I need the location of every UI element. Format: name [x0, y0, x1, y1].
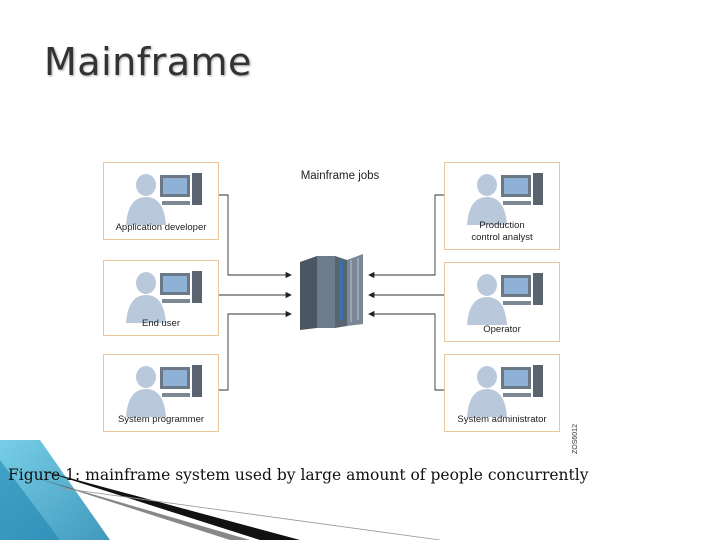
arrow-left-top: [219, 194, 292, 279]
workstation-end-user: End user: [103, 260, 219, 336]
workstation-icon: [467, 173, 543, 225]
workstation-icon: [467, 365, 543, 417]
workstation-system-programmer: System programmer: [103, 354, 219, 432]
workstation-icon: [126, 173, 202, 225]
workstation-operator: Operator: [444, 262, 560, 342]
workstation-label: System administrator: [457, 414, 547, 425]
workstation-icon: [126, 271, 202, 323]
workstation-application-developer: Application developer: [103, 162, 219, 240]
page-title: Mainframe: [44, 40, 252, 84]
workstation-label: End user: [141, 318, 181, 329]
arrow-right-bottom: [368, 310, 444, 391]
workstation-production-control-analyst: Production control analyst: [444, 162, 560, 250]
figure-caption: Figure 1: mainframe system used by large…: [8, 466, 589, 484]
figure-code: ZOS6012: [570, 398, 582, 454]
workstation-label: System programmer: [117, 414, 205, 425]
connector-lines: [219, 194, 444, 391]
workstation-label: Production control analyst: [471, 220, 533, 243]
workstation-icon: [467, 273, 543, 325]
workstation-label: Operator: [483, 324, 521, 335]
workstation-icon: [126, 365, 202, 417]
mainframe-diagram: Mainframe jobs Application developer End…: [95, 150, 585, 454]
decorative-corner: [0, 440, 441, 540]
arrow-left-bottom: [219, 310, 292, 391]
figure-code-text: ZOS6012: [572, 424, 579, 454]
diagram-heading: Mainframe jobs: [300, 170, 380, 182]
arrow-right-top: [368, 194, 444, 279]
workstation-label: Application developer: [115, 222, 207, 233]
mainframe-icon: [300, 254, 363, 330]
workstation-system-administrator: System administrator: [444, 354, 560, 432]
